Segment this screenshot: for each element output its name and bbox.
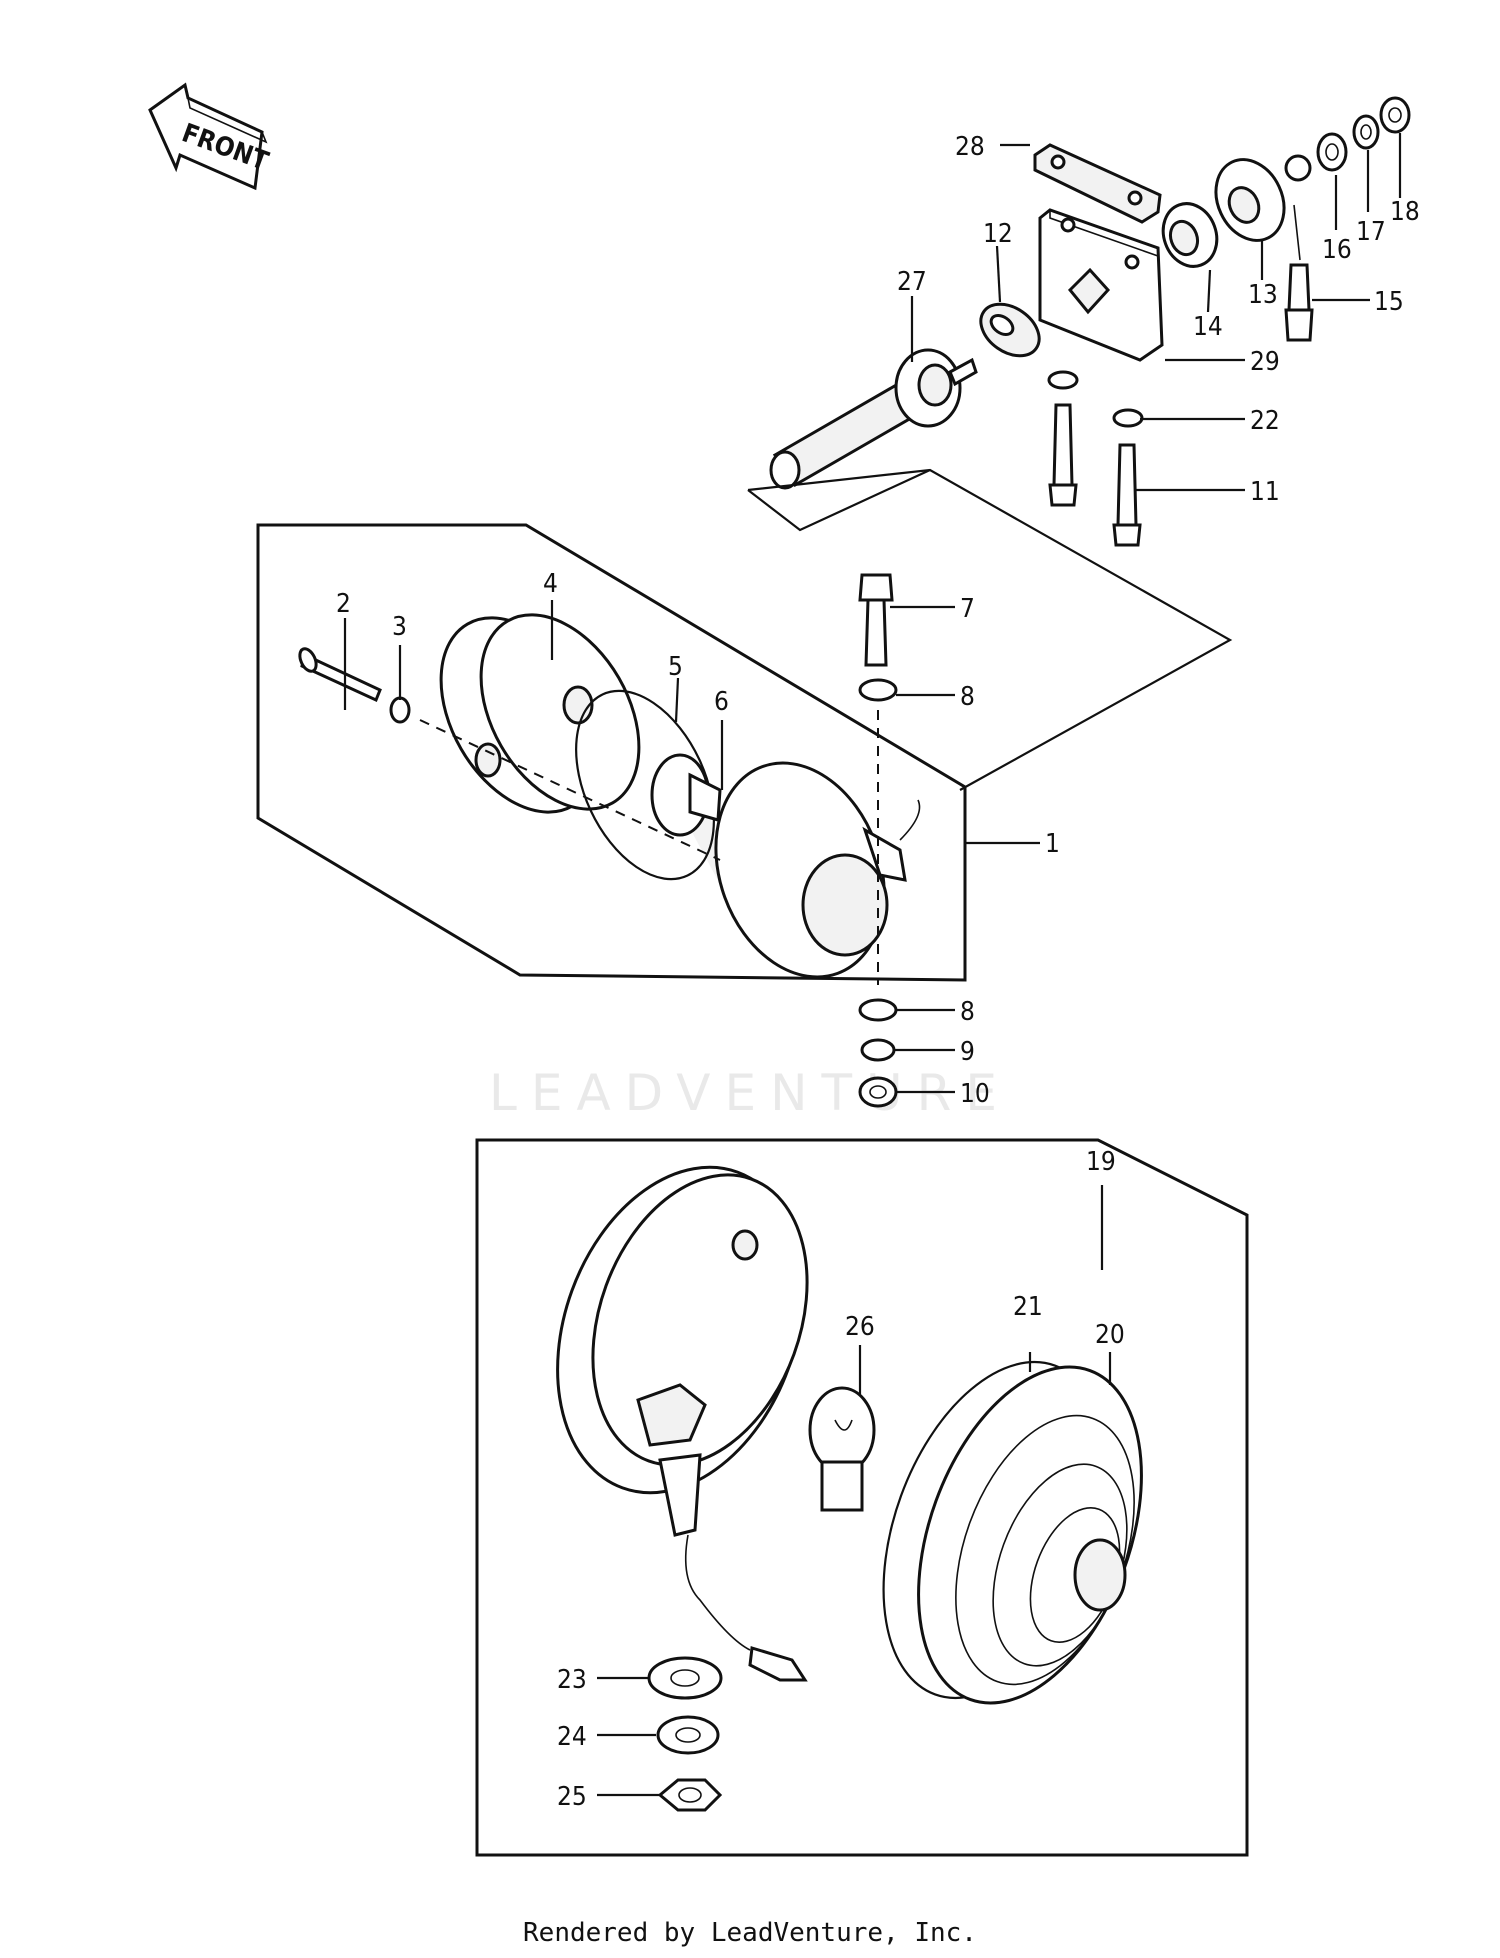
callout-24: 24 xyxy=(557,1722,587,1752)
part-17-washer xyxy=(1352,114,1380,150)
callout-6: 6 xyxy=(714,687,729,717)
callout-23: 23 xyxy=(557,1665,587,1695)
callout-11: 11 xyxy=(1250,477,1280,507)
callout-29: 29 xyxy=(1250,347,1280,377)
part-2-screw xyxy=(298,647,382,703)
callout-8a: 8 xyxy=(960,682,975,712)
callout-15: 15 xyxy=(1374,287,1404,317)
callout-12: 12 xyxy=(983,219,1013,249)
callout-8b: 8 xyxy=(960,997,975,1027)
part-3-washer xyxy=(389,696,411,724)
part-20-lens xyxy=(917,1365,1143,1705)
callout-26: 26 xyxy=(845,1312,875,1342)
callout-21: 21 xyxy=(1013,1292,1043,1322)
mount-assembly xyxy=(747,96,1411,791)
callout-17: 17 xyxy=(1356,217,1386,247)
callout-2: 2 xyxy=(336,589,351,619)
callout-14: 14 xyxy=(1193,312,1223,342)
callout-28: 28 xyxy=(955,132,985,162)
part-29-bracket xyxy=(1038,208,1164,362)
part-8-washer-upper xyxy=(858,678,898,702)
part-connector xyxy=(748,1646,808,1682)
part-4-lens xyxy=(439,613,641,814)
part-8-washer-lower xyxy=(858,998,898,1022)
part-5-gasket xyxy=(575,689,715,881)
part-27-shaft xyxy=(769,348,978,490)
part-10-nut xyxy=(858,1076,898,1108)
callout-27: 27 xyxy=(897,267,927,297)
part-16-washer xyxy=(1316,132,1348,172)
footer-credit: Rendered by LeadVenture, Inc. xyxy=(523,1918,977,1948)
part-23-washer xyxy=(647,1656,723,1700)
part-28-plate xyxy=(1033,143,1162,224)
front-arrow-icon: FRONT xyxy=(148,82,272,191)
lamp-assembly-19 xyxy=(556,1165,1143,1812)
callout-leaders xyxy=(343,133,1402,1797)
callout-20: 20 xyxy=(1095,1320,1125,1350)
signal-housing xyxy=(714,761,921,979)
part-13-cap xyxy=(1214,158,1286,242)
callout-5: 5 xyxy=(668,652,683,682)
leader-plate-outline xyxy=(747,468,1233,791)
callout-25: 25 xyxy=(557,1782,587,1812)
part-18-nut xyxy=(1379,96,1411,134)
callout-13: 13 xyxy=(1248,280,1278,310)
part-9-lockwasher xyxy=(860,1038,896,1062)
callout-18: 18 xyxy=(1390,197,1420,227)
assembly-1-frame xyxy=(256,523,967,982)
part-15-bolt xyxy=(1284,204,1314,342)
callout-22: 22 xyxy=(1250,406,1280,436)
lamp-housing xyxy=(556,1165,809,1651)
callout-labels: 1 2 3 4 5 6 7 8 8 9 10 11 12 13 14 15 16… xyxy=(336,132,1420,1812)
part-25-nut xyxy=(657,1778,723,1812)
part-lock-eye xyxy=(1284,154,1312,182)
callout-3: 3 xyxy=(392,612,407,642)
signal-assembly-1 xyxy=(298,613,921,985)
part-26-bulb xyxy=(808,1386,876,1512)
part-24-star-washer xyxy=(656,1715,720,1755)
callout-1: 1 xyxy=(1045,829,1060,859)
callout-10: 10 xyxy=(960,1079,990,1109)
part-11-bolt xyxy=(1048,403,1142,547)
callout-4: 4 xyxy=(543,569,558,599)
callout-9: 9 xyxy=(960,1037,975,1067)
part-14-collar xyxy=(1161,202,1219,268)
assembly-19-frame xyxy=(475,1138,1249,1857)
callout-19: 19 xyxy=(1086,1147,1116,1177)
part-7-bolt xyxy=(858,573,894,667)
callout-7: 7 xyxy=(960,594,975,624)
part-12-damper xyxy=(979,302,1041,358)
callout-16: 16 xyxy=(1322,235,1352,265)
part-6-bulb xyxy=(650,753,722,837)
